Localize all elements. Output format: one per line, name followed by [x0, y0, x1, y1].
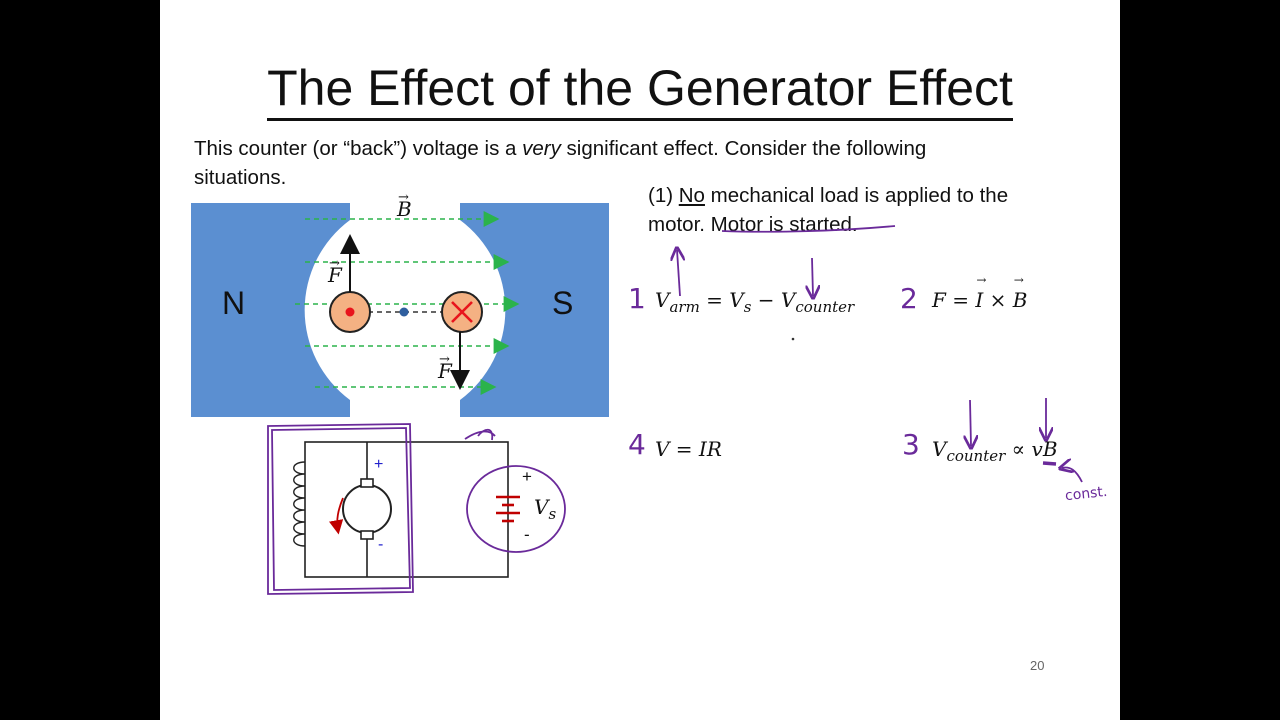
battery-symbol [496, 495, 520, 523]
source-plus-sign: + [522, 467, 532, 486]
field-vector-label: → B [397, 190, 412, 221]
equation-4: V = IR [655, 437, 722, 461]
equation-2-number: 2 [900, 282, 918, 315]
slide-title: The Effect of the Generator Effect [160, 56, 1120, 121]
motor-minus-sign: - [378, 536, 384, 553]
page-number: 20 [1030, 658, 1045, 673]
intro-text: This counter (or “back”) voltage is a ve… [194, 137, 927, 189]
ink-annotations-equations [160, 225, 1083, 483]
north-pole-label: N [222, 285, 246, 321]
equation-1: Varm = Vs − Vcounter [655, 288, 855, 316]
south-pole-label: S [552, 285, 574, 321]
equation-1-number: 1 [628, 282, 646, 315]
force-vector-label-upper: → F [328, 256, 342, 287]
equation-4-number: 4 [628, 428, 646, 461]
motor-field-diagram [191, 203, 609, 417]
slide: The Effect of the Generator Effect This … [160, 0, 1120, 720]
north-pole-magnet [191, 203, 350, 417]
force-vector-label-lower: → F [438, 352, 452, 383]
equation-2: F = →I × →B [932, 273, 1028, 312]
equation-3-number: 3 [902, 428, 920, 461]
motor-plus-sign: + [374, 456, 384, 473]
source-minus-sign: - [524, 525, 530, 544]
ink-annotations-circuit [267, 423, 566, 595]
source-voltage-label: Vs [534, 495, 557, 523]
case-1-text: (1) No mechanical load is applied to the… [648, 184, 1009, 236]
motor-circuit-diagram [267, 423, 566, 595]
